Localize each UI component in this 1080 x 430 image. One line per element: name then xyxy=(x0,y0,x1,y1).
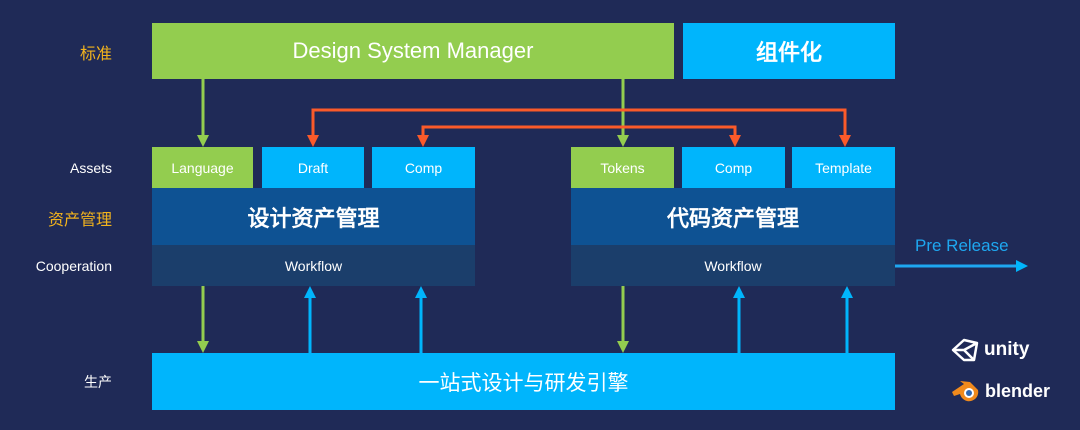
asset-language-label: Language xyxy=(171,159,234,176)
design-system-manager-box: Design System Manager xyxy=(152,23,674,79)
design-asset-management-label: 设计资产管理 xyxy=(247,205,380,231)
asset-template: Template xyxy=(792,147,895,188)
arrow-orange-inner xyxy=(421,125,741,147)
asset-tokens: Tokens xyxy=(571,147,674,188)
asset-template-label: Template xyxy=(815,159,872,176)
design-system-manager-label: Design System Manager xyxy=(292,38,534,63)
unity-logo: unity xyxy=(950,336,1029,364)
unity-icon xyxy=(951,338,979,362)
asset-language: Language xyxy=(152,147,253,188)
row-label-asset-management: 资产管理 xyxy=(47,212,112,229)
asset-code-comp: Comp xyxy=(682,147,785,188)
blender-logo: blender xyxy=(950,378,1050,404)
asset-tokens-label: Tokens xyxy=(600,159,645,176)
code-workflow-label: Workflow xyxy=(704,257,762,274)
design-asset-management-box: 设计资产管理 xyxy=(152,188,475,245)
asset-design-comp-label: Comp xyxy=(404,159,443,176)
blender-label: blender xyxy=(985,380,1051,401)
row-label-standard: 标准 xyxy=(79,46,112,63)
pre-release-label: Pre Release xyxy=(915,236,1009,255)
code-workflow-box: Workflow xyxy=(571,245,895,286)
code-asset-management-label: 代码资产管理 xyxy=(666,205,799,231)
componentization-box: 组件化 xyxy=(683,23,895,79)
unity-label: unity xyxy=(984,339,1030,360)
asset-design-comp: Comp xyxy=(372,147,475,188)
design-workflow-label: Workflow xyxy=(284,257,343,274)
asset-draft: Draft xyxy=(262,147,364,188)
blender-icon xyxy=(952,381,979,402)
code-asset-management-box: 代码资产管理 xyxy=(571,188,895,245)
engine-label: 一站式设计与研发引擎 xyxy=(418,371,629,395)
design-workflow-box: Workflow xyxy=(152,245,475,286)
row-label-assets: Assets xyxy=(69,160,112,176)
asset-draft-label: Draft xyxy=(297,159,329,176)
row-label-production: 生产 xyxy=(84,374,112,390)
asset-code-comp-label: Comp xyxy=(714,159,753,176)
componentization-label: 组件化 xyxy=(755,40,822,65)
engine-box: 一站式设计与研发引擎 xyxy=(152,353,895,410)
row-label-cooperation: Cooperation xyxy=(35,258,112,274)
